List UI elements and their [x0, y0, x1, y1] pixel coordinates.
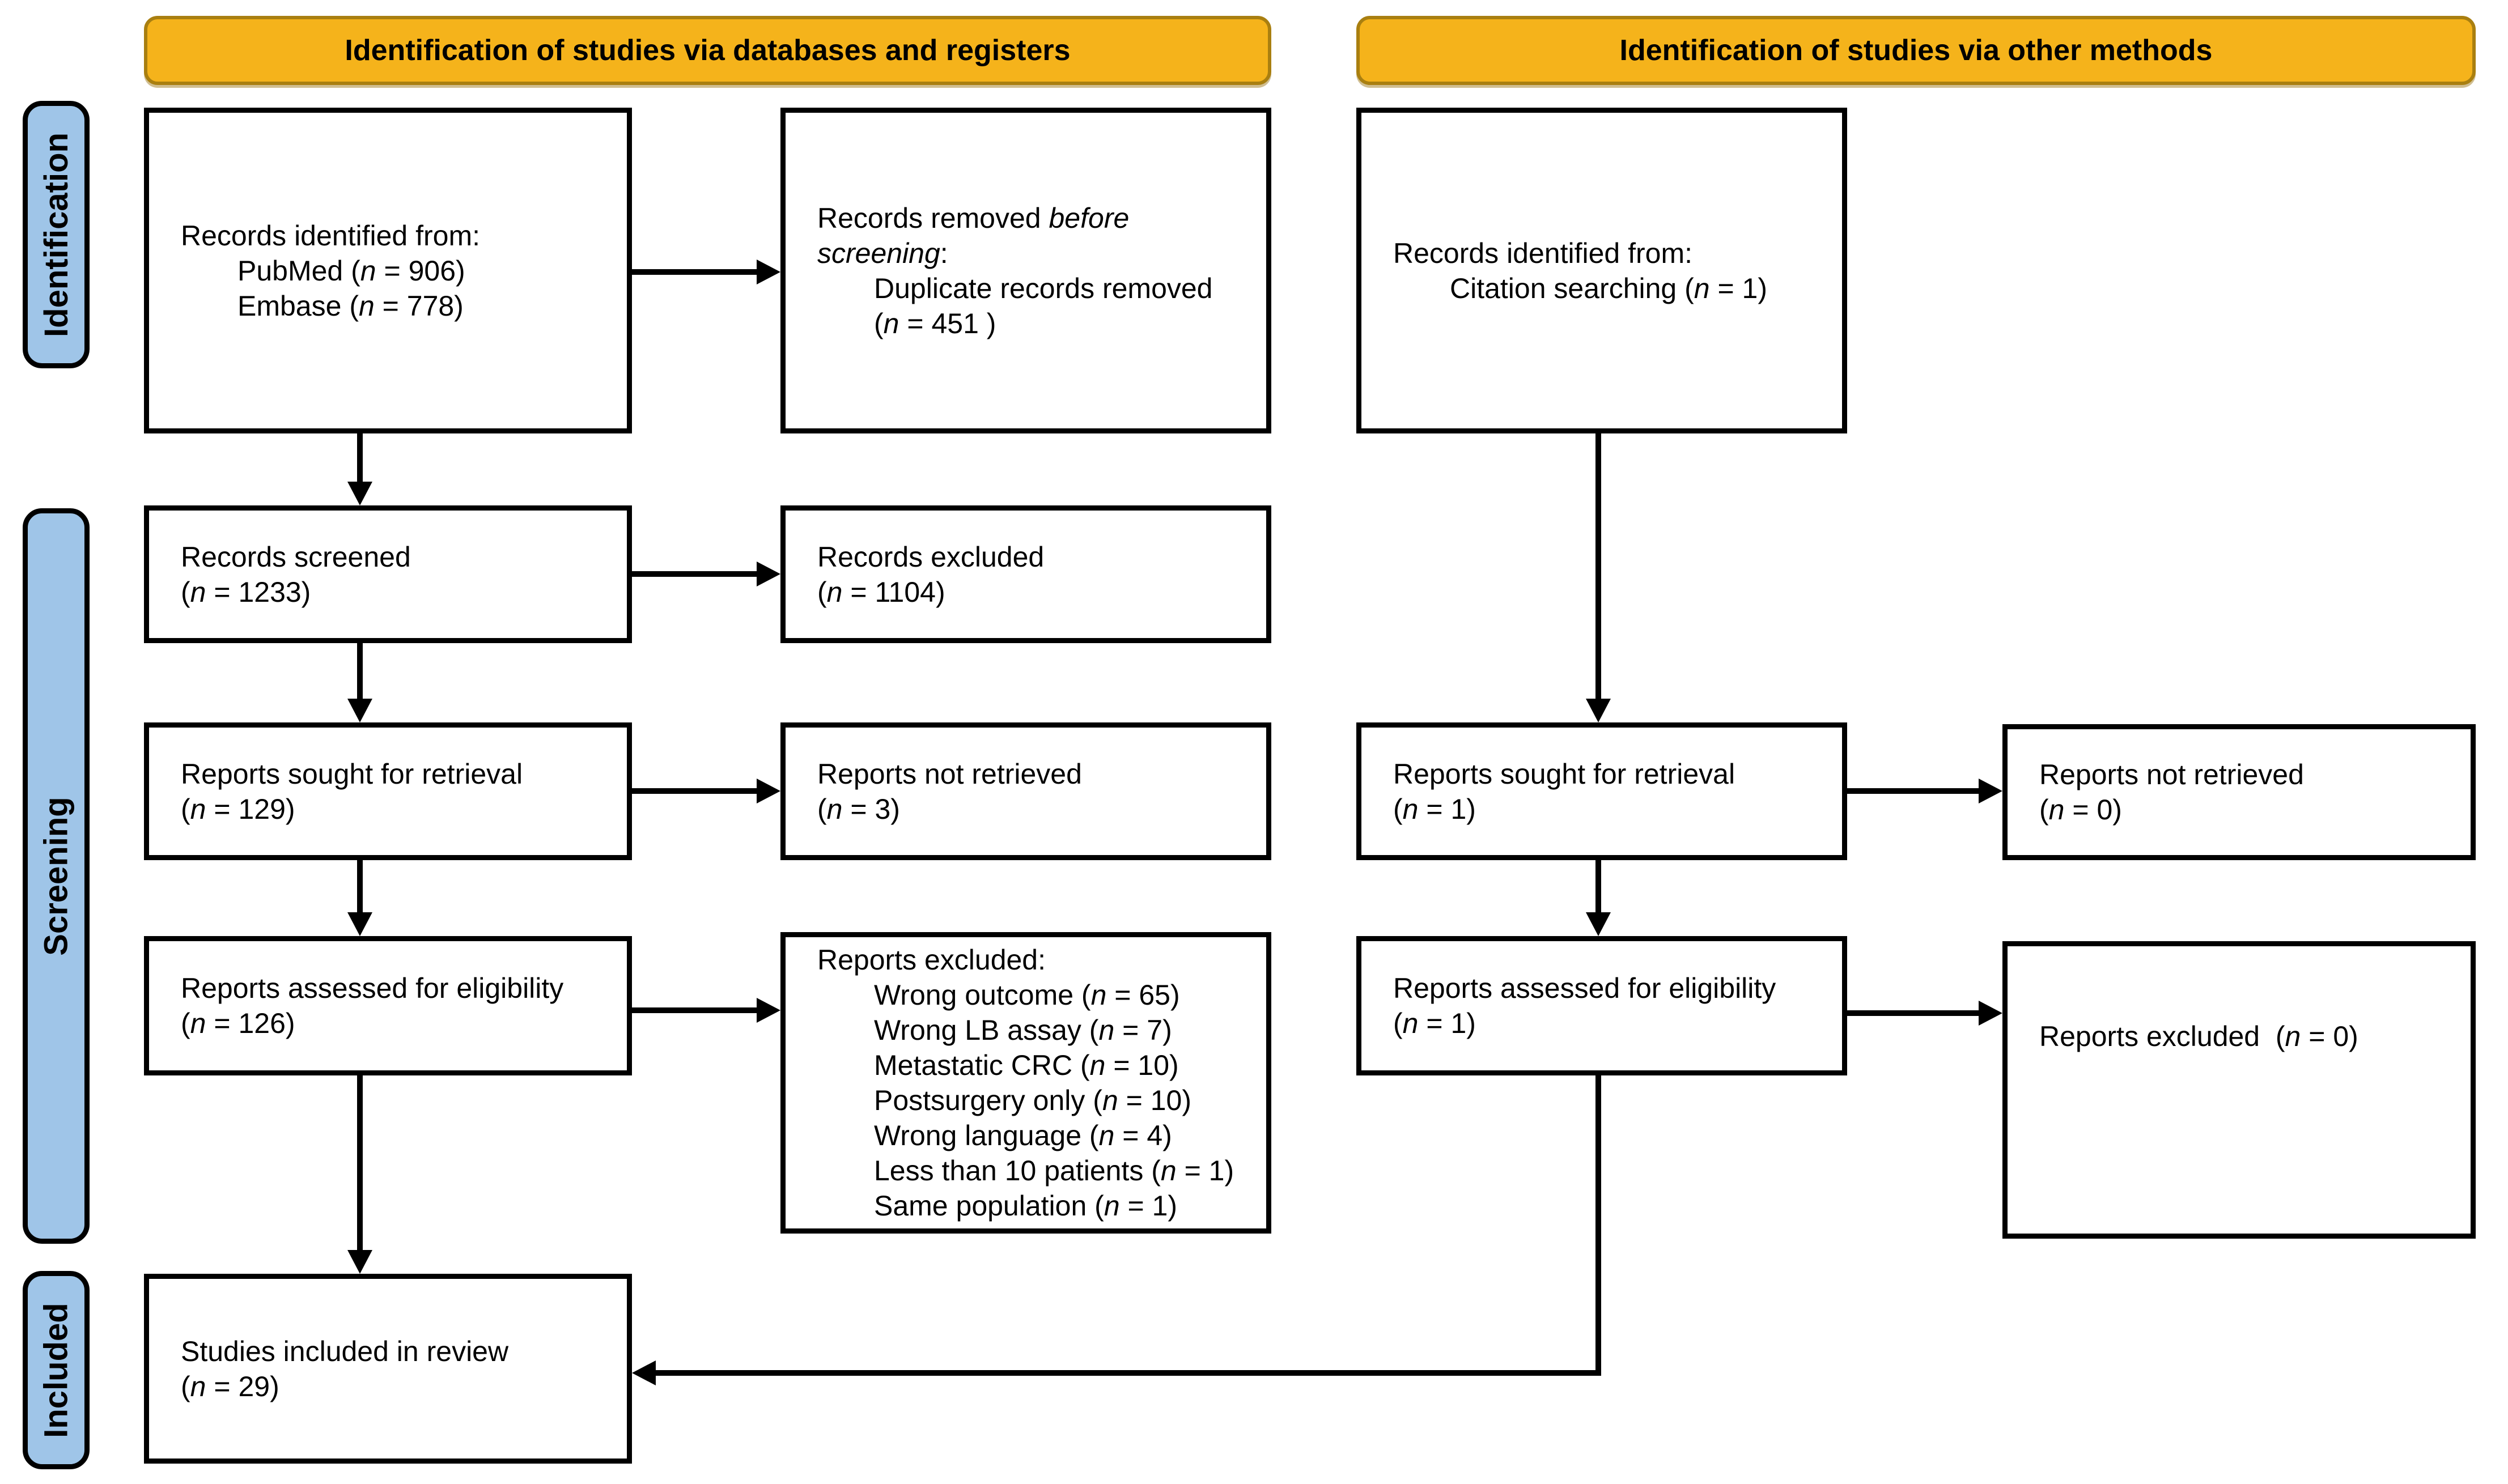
box-text-line: (n = 1): [1393, 793, 1476, 825]
arrow-other-methods-to-included: [656, 1370, 1601, 1376]
arrow-citation-to-sought-other: [1595, 433, 1601, 699]
box-records-identified-databases: Records identified from:PubMed (n = 906)…: [144, 108, 632, 433]
box-studies-included: Studies included in review(n = 29): [144, 1274, 632, 1464]
box-text-line: Same population (n = 1): [874, 1190, 1178, 1222]
box-records-screened: Records screened(n = 1233): [144, 505, 632, 643]
box-text-line: Reports sought for retrieval: [181, 758, 523, 790]
arrowhead-citation-to-sought-other: [1586, 699, 1611, 722]
box-text-line: (n = 129): [181, 793, 295, 825]
arrow-assessed-to-excluded-reasons: [632, 1007, 757, 1013]
arrowhead-sought-to-assessed: [347, 912, 372, 936]
stage-included-label: Included: [37, 1302, 75, 1438]
arrowhead-assessed-other-to-excluded-other: [1979, 1001, 2002, 1026]
box-reports-not-retrieved-other: Reports not retrieved (n = 0): [2002, 724, 2476, 860]
box-reports-not-retrieved-databases: Reports not retrieved(n = 3): [780, 722, 1271, 860]
stage-identification: Identification: [23, 101, 90, 368]
box-reports-assessed-databases: Reports assessed for eligibility(n = 126…: [144, 936, 632, 1075]
box-text-line: Records screened: [181, 541, 411, 573]
box-text-line: Records identified from:: [181, 219, 481, 252]
arrow-sought-to-assessed: [357, 860, 363, 912]
box-text-line: Citation searching (n = 1): [1450, 272, 1768, 304]
arrow-screened-to-excluded: [632, 571, 757, 577]
box-text-line: Reports excluded:: [817, 944, 1046, 976]
box-reports-sought-other: Reports sought for retrieval(n = 1): [1356, 722, 1847, 860]
box-text-line: Records identified from:: [1393, 237, 1693, 269]
box-text-line: Less than 10 patients (n = 1): [874, 1155, 1234, 1187]
arrow-assessed-to-included: [357, 1075, 363, 1250]
arrow-identified-to-screened: [357, 433, 363, 482]
arrowhead-other-methods-to-included: [632, 1360, 656, 1385]
box-text-line: Records excluded: [817, 541, 1045, 573]
arrow-sought-other-to-assessed-other: [1595, 860, 1601, 912]
box-text-line: Wrong LB assay (n = 7): [874, 1014, 1172, 1046]
box-records-identified-other: Records identified from:Citation searchi…: [1356, 108, 1847, 433]
box-text-line: (n = 0): [2039, 794, 2122, 826]
box-reports-sought-databases: Reports sought for retrieval(n = 129): [144, 722, 632, 860]
box-reports-excluded-reasons: Reports excluded:Wrong outcome (n = 65)W…: [780, 932, 1271, 1234]
arrowhead-sought-to-not-retrieved: [757, 779, 780, 803]
arrow-assessed-other-elbow-down: [1595, 1075, 1601, 1373]
box-text-line: Metastatic CRC (n = 10): [874, 1049, 1179, 1081]
banner-other-methods: Identification of studies via other meth…: [1356, 16, 2476, 85]
stage-included: Included: [23, 1271, 90, 1469]
box-text-line: (n = 451 ): [874, 307, 996, 339]
arrow-sought-other-to-not-retrieved-other: [1847, 788, 1979, 794]
arrowhead-screened-to-sought: [347, 699, 372, 722]
box-text-line: Wrong language (n = 4): [874, 1120, 1172, 1151]
box-text-line: Reports not retrieved: [817, 758, 1082, 790]
box-text-line: (n = 29): [181, 1370, 279, 1402]
box-text-line: Reports assessed for eligibility: [181, 972, 564, 1004]
stage-screening-label: Screening: [37, 796, 75, 956]
arrow-assessed-other-to-excluded-other: [1847, 1010, 1979, 1016]
box-text-line: Postsurgery only (n = 10): [874, 1085, 1191, 1116]
box-text-line: Reports sought for retrieval: [1393, 758, 1735, 790]
arrowhead-screened-to-excluded: [757, 562, 780, 586]
arrowhead-sought-other-to-not-retrieved-other: [1979, 779, 2002, 803]
box-text-line: screening:: [817, 237, 948, 269]
stage-screening: Screening: [23, 508, 90, 1244]
box-records-excluded: Records excluded(n = 1104): [780, 505, 1271, 643]
stage-identification-label: Identification: [37, 132, 75, 337]
box-text-line: Studies included in review: [181, 1335, 509, 1367]
box-text-line: Wrong outcome (n = 65): [874, 979, 1180, 1011]
arrow-screened-to-sought: [357, 643, 363, 699]
box-text-line: (n = 1233): [181, 576, 311, 608]
box-text-line: (n = 3): [817, 793, 900, 825]
box-reports-excluded-other: Reports excluded (n = 0): [2002, 941, 2476, 1239]
box-text-line: Reports assessed for eligibility: [1393, 972, 1776, 1004]
box-text-line: (n = 1): [1393, 1007, 1476, 1039]
arrow-identified-to-removed: [632, 269, 757, 275]
arrowhead-identified-to-screened: [347, 482, 372, 505]
box-text-line: Records removed before: [817, 202, 1130, 234]
box-text-line: Reports not retrieved: [2039, 759, 2304, 790]
banner-databases-registers: Identification of studies via databases …: [144, 16, 1271, 85]
arrowhead-assessed-to-excluded-reasons: [757, 998, 780, 1023]
arrowhead-identified-to-removed: [757, 260, 780, 284]
arrowhead-sought-other-to-assessed-other: [1586, 912, 1611, 936]
arrow-sought-to-not-retrieved: [632, 788, 757, 794]
box-text-line: Reports excluded (n = 0): [2039, 1020, 2358, 1052]
box-text-line: (n = 1104): [817, 576, 945, 608]
box-text-line: Duplicate records removed: [874, 272, 1213, 304]
box-text-line: Embase (n = 778): [237, 290, 464, 322]
box-text-line: (n = 126): [181, 1007, 295, 1039]
box-text-line: PubMed (n = 906): [237, 254, 465, 287]
box-reports-assessed-other: Reports assessed for eligibility(n = 1): [1356, 936, 1847, 1075]
arrowhead-assessed-to-included: [347, 1250, 372, 1274]
